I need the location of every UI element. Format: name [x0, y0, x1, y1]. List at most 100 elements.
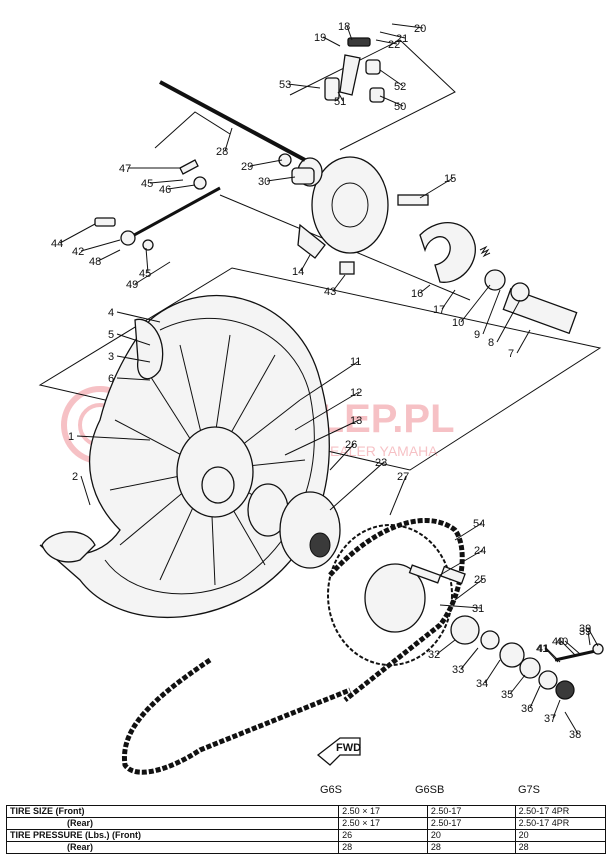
leader-line — [454, 522, 483, 541]
leader-line — [379, 95, 404, 107]
callout-number: 38 — [569, 729, 581, 741]
spec-row-label: (Rear) — [5, 817, 340, 830]
leader-line — [391, 23, 424, 29]
callout-number: 40 — [556, 636, 568, 648]
leader-line — [167, 184, 196, 190]
callout-number: 41 — [537, 643, 549, 655]
callout-number: 51 — [334, 96, 346, 108]
spec-value: 28 — [514, 841, 607, 854]
leader-line — [337, 91, 344, 102]
leader-line — [322, 36, 341, 47]
leader-line — [529, 685, 541, 709]
callout-number: 14 — [292, 266, 304, 278]
callout-number: 34 — [476, 678, 488, 690]
callout-number: 32 — [428, 649, 440, 661]
callout-number: 16 — [411, 288, 423, 300]
callout-number: 49 — [126, 279, 138, 291]
leader-line — [116, 333, 151, 346]
axles — [124, 80, 578, 335]
spec-value: 28 — [426, 841, 516, 854]
callout-number: 15 — [444, 173, 456, 185]
leader-line — [460, 647, 479, 670]
callout-number: 17 — [433, 304, 445, 316]
spec-value: 2.50-17 — [426, 805, 516, 818]
callout-number: 18 — [338, 21, 350, 33]
callout-number: 53 — [279, 79, 291, 91]
spec-value: 2.50-17 4PR — [514, 805, 607, 818]
leader-line — [299, 360, 360, 401]
leader-line — [460, 284, 491, 323]
callout-number: 5 — [108, 329, 114, 341]
fwd-arrow: FWD — [316, 737, 361, 766]
leader-line — [329, 461, 385, 511]
leader-line — [419, 284, 431, 294]
leader-line — [149, 179, 184, 184]
leader-line — [587, 627, 599, 647]
leader-line — [496, 299, 521, 343]
spec-value: 2.50 × 17 — [338, 817, 428, 830]
leader-line — [482, 289, 501, 335]
spec-value: 2.50-17 — [426, 817, 516, 830]
callout-number: 21 — [396, 33, 408, 45]
callout-number: 31 — [472, 603, 484, 615]
exploded-parts-diagram: YAMASKLEP.PL AUTHORIZED DEALER YAMAHA — [38, 21, 604, 775]
model-label-2: G6SB — [415, 784, 445, 796]
fwd-label: FWD — [336, 742, 361, 754]
spec-value: 20 — [514, 829, 607, 842]
leader-line — [436, 639, 456, 655]
leader-line — [439, 604, 482, 609]
leader-line — [224, 127, 233, 152]
leader-line — [545, 647, 561, 663]
leader-line — [379, 31, 406, 39]
leader-line — [389, 475, 407, 516]
leader-line — [116, 355, 151, 363]
callout-number: 52 — [394, 81, 406, 93]
callout-number: 7 — [508, 348, 514, 360]
callout-number: 22 — [388, 39, 400, 51]
callout-number: 41 — [536, 643, 548, 655]
rear-wheel — [39, 294, 330, 618]
spec-value: 28 — [338, 841, 428, 854]
callout-number: 35 — [501, 689, 513, 701]
callout-number: 12 — [350, 387, 362, 399]
drive-chain — [121, 518, 465, 775]
leader-line — [294, 391, 360, 431]
leader-line — [249, 159, 283, 167]
callout-number: 9 — [474, 329, 480, 341]
leader-line — [454, 578, 484, 601]
leader-line — [564, 640, 581, 655]
leader-line — [116, 377, 151, 381]
leader-line — [300, 254, 311, 272]
spec-row-label: TIRE PRESSURE (Lbs.) (Front) — [5, 829, 340, 842]
sprocket-hub — [247, 483, 453, 666]
callout-number: 37 — [544, 713, 556, 725]
leader-lines — [59, 23, 599, 735]
callout-number: 24 — [474, 545, 486, 557]
leader-line — [516, 329, 531, 354]
leader-line — [329, 443, 355, 471]
model-label-3: G7S — [518, 784, 541, 796]
callout-number: 46 — [159, 184, 171, 196]
callout-number: 47 — [119, 163, 131, 175]
leader-line — [587, 630, 591, 646]
leader-line — [287, 83, 321, 89]
callout-number: 48 — [89, 256, 101, 268]
leader-line — [116, 311, 161, 323]
callout-number: 36 — [521, 703, 533, 715]
leader-line — [564, 711, 579, 735]
callout-number: 45 — [141, 178, 153, 190]
leader-line — [346, 25, 353, 41]
callout-number: 26 — [345, 439, 357, 451]
brake-assembly — [297, 156, 476, 283]
callout-number: 29 — [241, 161, 253, 173]
callout-number: 43 — [324, 286, 336, 298]
callout-number: 50 — [394, 101, 406, 113]
callout-number: 25 — [474, 574, 486, 586]
leader-line — [332, 274, 346, 292]
leader-line — [59, 223, 96, 244]
callout-number: 40 — [552, 636, 564, 648]
leader-line — [284, 419, 360, 456]
